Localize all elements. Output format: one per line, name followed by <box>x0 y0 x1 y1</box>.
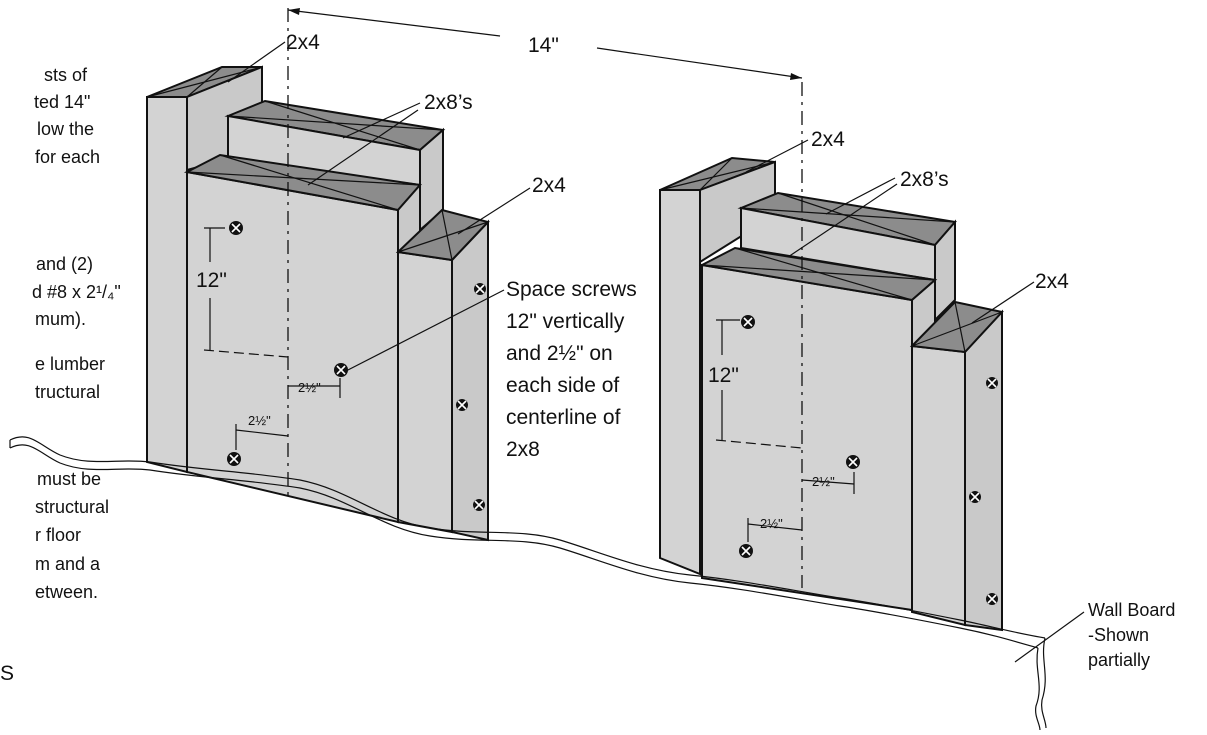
side-text-line: tructural <box>35 382 100 402</box>
screw-icon <box>846 455 860 469</box>
screw-note-line: each side of <box>506 374 619 397</box>
label-right-2x8s: 2x8’s <box>900 168 949 191</box>
wall-board-note: Wall Board -Shown partially <box>1088 600 1175 670</box>
screw-note-line: 12" vertically <box>506 310 625 333</box>
side-text-line: and (2) <box>36 254 93 274</box>
screw-icon <box>456 399 468 411</box>
side-text-line: S <box>0 662 14 685</box>
right-half-dimension-upper: 2½" <box>812 474 835 489</box>
wallboard-note-line: partially <box>1088 650 1150 670</box>
left-back-2x4-front <box>146 96 188 474</box>
screw-note-line: and 2½" on <box>506 342 613 365</box>
screw-icon <box>229 221 243 235</box>
side-text-line: sts of <box>44 65 88 85</box>
label-right-right-2x4: 2x4 <box>1035 270 1069 293</box>
screw-icon <box>986 593 998 605</box>
right-right-2x4-side <box>964 309 1003 632</box>
screw-icon <box>969 491 981 503</box>
right-right-2x4-front <box>911 344 966 627</box>
screw-icon <box>334 363 348 377</box>
screw-icon <box>741 315 755 329</box>
screw-icon <box>473 499 485 511</box>
side-text-line: d #8 x 2¹/₄" <box>32 282 121 302</box>
screw-spacing-note: Space screws 12" vertically and 2½" on e… <box>506 278 637 461</box>
screw-icon <box>739 544 753 558</box>
label-left-right-2x4: 2x4 <box>532 174 566 197</box>
spacing-label: 14" <box>528 34 559 57</box>
left-front-2x8-front <box>186 170 399 524</box>
screw-note-line: 2x8 <box>506 438 540 461</box>
right-vertical-dimension: 12" <box>708 364 739 387</box>
left-right-2x4-front <box>397 250 453 534</box>
right-half-dimension-lower: 2½" <box>760 516 783 531</box>
screw-note-line: Space screws <box>506 278 637 301</box>
side-text-line: low the <box>37 119 94 139</box>
left-half-dimension-lower: 2½" <box>248 413 271 428</box>
screw-note-line: centerline of <box>506 406 621 429</box>
wall-board <box>9 436 1047 731</box>
wallboard-note-line: -Shown <box>1088 625 1149 645</box>
left-vertical-dimension: 12" <box>196 269 227 292</box>
side-text-line: mum). <box>35 309 86 329</box>
right-post-assembly: 12" 2½" 2½" <box>659 82 1004 632</box>
wallboard-note-line: Wall Board <box>1088 600 1175 620</box>
leader-lines <box>227 41 1085 663</box>
side-text-line: ted 14" <box>34 92 90 112</box>
side-text-line: etween. <box>35 582 98 602</box>
right-front-2x8-front <box>701 263 913 612</box>
right-back-2x4-front <box>659 189 701 576</box>
side-text-line: e lumber <box>35 354 105 374</box>
label-left-2x8s: 2x8’s <box>424 91 473 114</box>
left-right-2x4-side <box>451 219 489 542</box>
screw-icon <box>986 377 998 389</box>
left-post-assembly: 12" 2½" 2½" <box>146 8 490 542</box>
screw-icon <box>474 283 486 295</box>
side-text-line: for each <box>35 147 100 167</box>
label-right-top-2x4: 2x4 <box>811 128 845 151</box>
side-text-line: r floor <box>35 525 81 545</box>
side-text-line: m and a <box>35 554 101 574</box>
side-text-line: must be <box>37 469 101 489</box>
spacing-dimension: 14" <box>287 8 803 80</box>
cropped-side-text: sts of ted 14" low the for each and (2) … <box>0 65 121 685</box>
label-left-top-2x4: 2x4 <box>286 31 320 54</box>
side-text-line: structural <box>35 497 109 517</box>
left-half-dimension-upper: 2½" <box>298 380 321 395</box>
screw-icon <box>227 452 241 466</box>
